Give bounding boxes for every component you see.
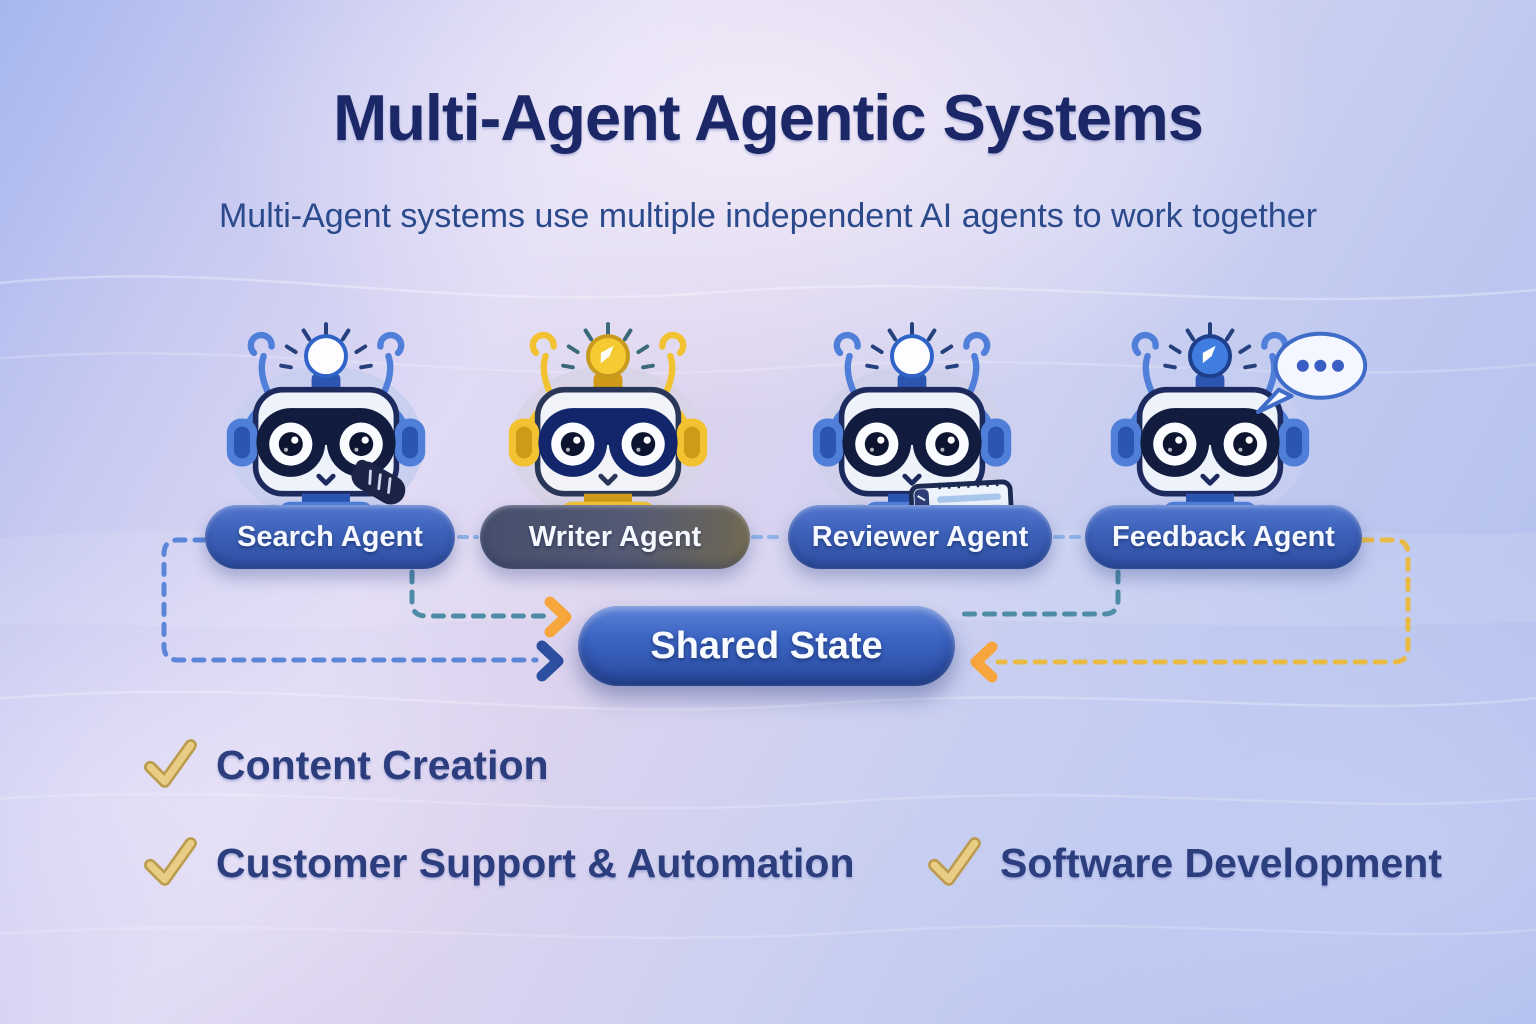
writer-agent-label: Writer Agent <box>528 520 702 553</box>
search-agent-label: Search Agent <box>237 520 423 553</box>
use-case-software-development: Software Development <box>926 834 1442 892</box>
writer-agent-robot-illustration <box>508 324 708 537</box>
feedback-agent-pill: Feedback Agent <box>1085 505 1362 569</box>
checkmark-icon <box>142 834 200 892</box>
checkmark-icon <box>142 736 200 794</box>
search-agent-pill: Search Agent <box>205 505 455 569</box>
page-subtitle: Multi-Agent systems use multiple indepen… <box>218 197 1318 235</box>
page-title: Multi-Agent Agentic Systems <box>333 81 1204 154</box>
orange-arrowhead-right <box>970 641 998 683</box>
checkmark-icon <box>926 834 984 892</box>
feedback-agent-label: Feedback Agent <box>1112 520 1335 553</box>
use-case-label: Software Development <box>1000 839 1442 886</box>
orange-arrowhead-top <box>544 596 572 638</box>
shared-state-pill: Shared State <box>578 606 955 686</box>
search-to-hub-blue-line <box>161 537 539 663</box>
reviewer-agent-label: Reviewer Agent <box>811 520 1029 553</box>
reviewer-agent-pill: Reviewer Agent <box>788 505 1052 569</box>
feedback-to-hub-teal-line <box>955 569 1121 617</box>
use-case-content-creation: Content Creation <box>142 736 549 794</box>
feedback-to-hub-yellow-line <box>995 537 1411 665</box>
search-agent-robot-illustration <box>226 324 426 537</box>
writer-agent-pill: Writer Agent <box>480 505 750 569</box>
search-to-hub-teal-line <box>409 569 547 619</box>
use-case-label: Customer Support & Automation <box>216 839 855 886</box>
reviewer-agent-robot-illustration <box>812 324 1032 537</box>
feedback-agent-robot-illustration <box>1110 324 1368 537</box>
use-case-label: Content Creation <box>216 741 549 788</box>
use-case-customer-support: Customer Support & Automation <box>142 834 855 892</box>
shared-state-label: Shared State <box>650 624 883 667</box>
navy-arrowhead-bottom <box>536 640 564 682</box>
